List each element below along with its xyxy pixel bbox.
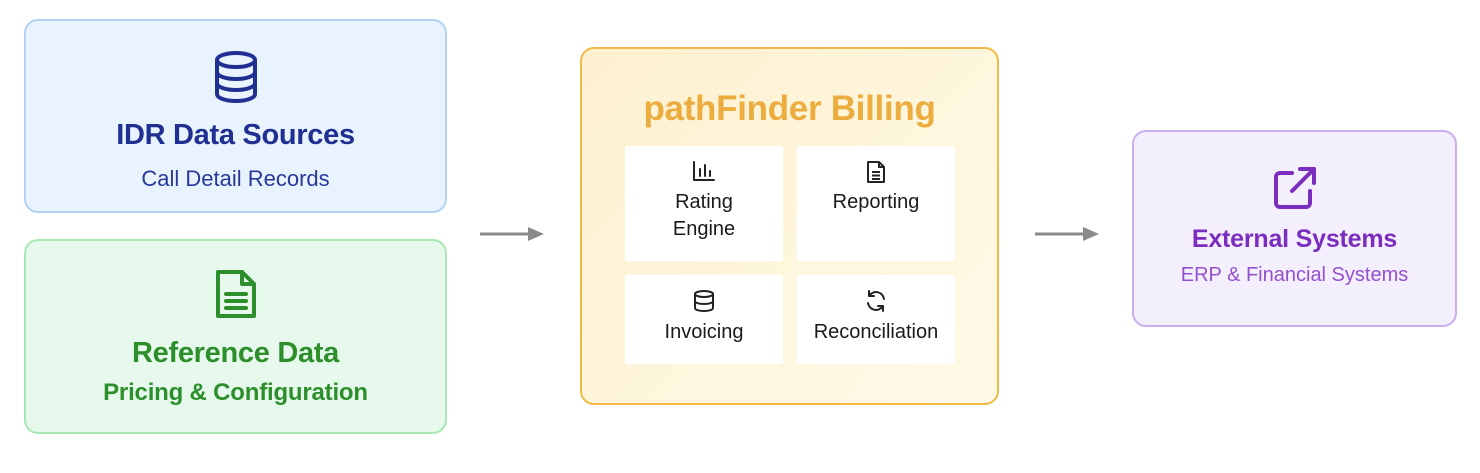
reference-data-box: Reference Data Pricing & Configuration <box>24 239 447 434</box>
database-icon <box>692 289 716 318</box>
arrow-right-icon <box>480 227 544 241</box>
refresh-icon <box>864 289 888 318</box>
module-label: Engine <box>672 218 736 240</box>
idr-data-sources-box: IDR Data Sources Call Detail Records <box>24 19 447 213</box>
arrow-right-icon <box>1035 227 1099 241</box>
module-label: Rating <box>675 191 733 213</box>
external-subtitle: ERP & Financial Systems <box>1180 264 1409 286</box>
document-icon <box>865 160 887 189</box>
reference-subtitle: Pricing & Configuration <box>103 379 368 406</box>
pathfinder-billing-box: pathFinder Billing Rating Engine <box>580 47 999 405</box>
external-link-icon <box>1272 165 1318 216</box>
document-icon <box>212 268 260 325</box>
database-icon <box>208 49 264 110</box>
billing-title: pathFinder Billing <box>643 89 936 128</box>
reconciliation-module: Reconciliation <box>797 275 955 364</box>
module-label: Reconciliation <box>813 321 939 343</box>
bar-chart-icon <box>692 160 716 187</box>
module-label: Reporting <box>832 191 920 213</box>
idr-subtitle: Call Detail Records <box>141 166 330 191</box>
reporting-module: Reporting <box>797 146 955 261</box>
rating-engine-module: Rating Engine <box>625 146 783 261</box>
idr-title: IDR Data Sources <box>116 119 355 151</box>
invoicing-module: Invoicing <box>625 275 783 364</box>
external-title: External Systems <box>1191 225 1398 253</box>
reference-title: Reference Data <box>132 337 339 369</box>
external-systems-box: External Systems ERP & Financial Systems <box>1132 130 1457 327</box>
module-label: Invoicing <box>664 321 744 343</box>
